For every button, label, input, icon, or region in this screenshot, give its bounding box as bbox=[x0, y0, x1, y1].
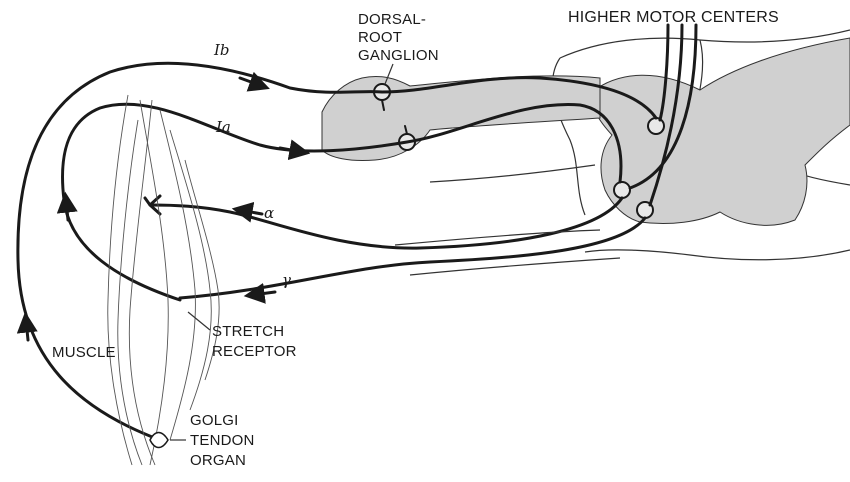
dorsal-root-ganglion-label-1: DORSAL- bbox=[358, 11, 426, 28]
alpha-label: α bbox=[264, 204, 274, 222]
alpha-motor-neuron-cell bbox=[614, 182, 630, 198]
muscle-label: MUSCLE bbox=[52, 344, 116, 361]
dorsal-root-outline bbox=[430, 165, 595, 182]
golgi-label-2: TENDON bbox=[190, 432, 255, 449]
dorsal-root-ganglion-label-2: ROOT bbox=[358, 29, 402, 46]
ventral-root-outline bbox=[395, 230, 620, 275]
gray-matter bbox=[592, 38, 850, 225]
stretch-receptor-leader-line bbox=[188, 312, 210, 330]
golgi-tendon-organ-shape bbox=[150, 433, 168, 448]
dorsal-root-ganglion-label-3: GANGLION bbox=[358, 47, 439, 64]
higher-motor-centers-label: HIGHER MOTOR CENTERS bbox=[568, 9, 779, 26]
interneuron-cell bbox=[648, 118, 664, 134]
gamma-label: γ bbox=[282, 271, 291, 289]
ib-arrow-up bbox=[26, 320, 28, 340]
golgi-label-1: GOLGI bbox=[190, 412, 239, 429]
muscle-belly bbox=[108, 95, 219, 465]
ia-arrow bbox=[280, 148, 302, 152]
gamma-arrow bbox=[252, 292, 275, 295]
gamma-efferent-fiber bbox=[180, 218, 645, 298]
alpha-arrow bbox=[240, 210, 262, 214]
ia-arrow-up bbox=[66, 200, 68, 220]
stretch-receptor-label-1: STRETCH bbox=[212, 323, 284, 340]
stretch-receptor-label-2: RECEPTOR bbox=[212, 343, 297, 360]
alpha-efferent-fiber bbox=[150, 198, 622, 248]
ia-label: Ia bbox=[215, 118, 231, 136]
golgi-label-3: ORGAN bbox=[190, 452, 246, 469]
ib-label: Ib bbox=[213, 41, 230, 59]
